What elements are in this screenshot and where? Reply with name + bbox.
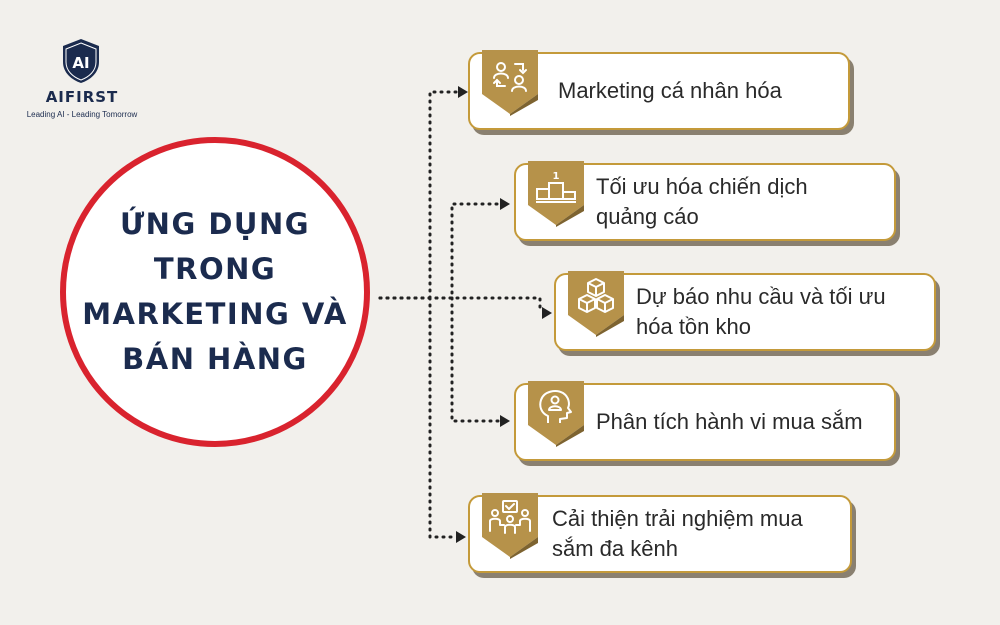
card-personalized-marketing: Marketing cá nhân hóa xyxy=(468,50,850,130)
connector-5 xyxy=(428,296,457,539)
connector-1 xyxy=(428,90,460,300)
team-check-icon xyxy=(482,493,538,559)
card-badge xyxy=(528,381,584,447)
arrowhead-5 xyxy=(456,531,466,543)
card-badge xyxy=(482,50,538,116)
card-label: Phân tích hành vi mua sắm xyxy=(596,409,863,434)
shield-logo-icon: AI xyxy=(63,39,99,83)
arrowhead-3 xyxy=(542,307,552,319)
card-badge: 1 xyxy=(528,161,584,227)
arrowhead-2 xyxy=(500,198,510,210)
card-ad-optimization: 1 Tối ưu hóa chiến dịch quảng cáo xyxy=(514,161,896,241)
boxes-icon xyxy=(568,271,624,337)
connector-4 xyxy=(450,296,502,423)
svg-text:1: 1 xyxy=(553,171,560,182)
card-badge xyxy=(568,271,624,337)
card-shopping-behavior: Phân tích hành vi mua sắm xyxy=(514,381,896,461)
card-label: Marketing cá nhân hóa xyxy=(558,78,782,103)
card-badge xyxy=(482,493,538,559)
card-label: Cải thiện trải nghiệm mua sắm đa kênh xyxy=(552,506,803,561)
brand-tagline: Leading AI - Leading Tomorrow xyxy=(26,110,138,119)
arrowhead-1 xyxy=(458,86,468,98)
brand-mark: AI xyxy=(72,54,89,72)
people-exchange-icon xyxy=(482,50,538,116)
card-label: Dự báo nhu cầu và tối ưu hóa tồn kho xyxy=(636,284,886,339)
card-demand-forecast: Dự báo nhu cầu và tối ưu hóa tồn kho xyxy=(554,271,936,351)
card-omnichannel: Cải thiện trải nghiệm mua sắm đa kênh xyxy=(468,493,852,573)
connector-3 xyxy=(378,296,542,315)
hub-circle: ỨNG DỤNG TRONG MARKETING VÀ BÁN HÀNG xyxy=(60,137,370,447)
arrowhead-4 xyxy=(500,415,510,427)
card-label: Tối ưu hóa chiến dịch quảng cáo xyxy=(596,174,808,229)
brand-name: AIFIRST xyxy=(45,88,119,106)
connector-2 xyxy=(378,202,502,300)
podium-icon: 1 xyxy=(528,161,584,227)
hub-title: ỨNG DỤNG TRONG MARKETING VÀ BÁN HÀNG xyxy=(82,207,348,376)
head-person-icon xyxy=(528,381,584,447)
